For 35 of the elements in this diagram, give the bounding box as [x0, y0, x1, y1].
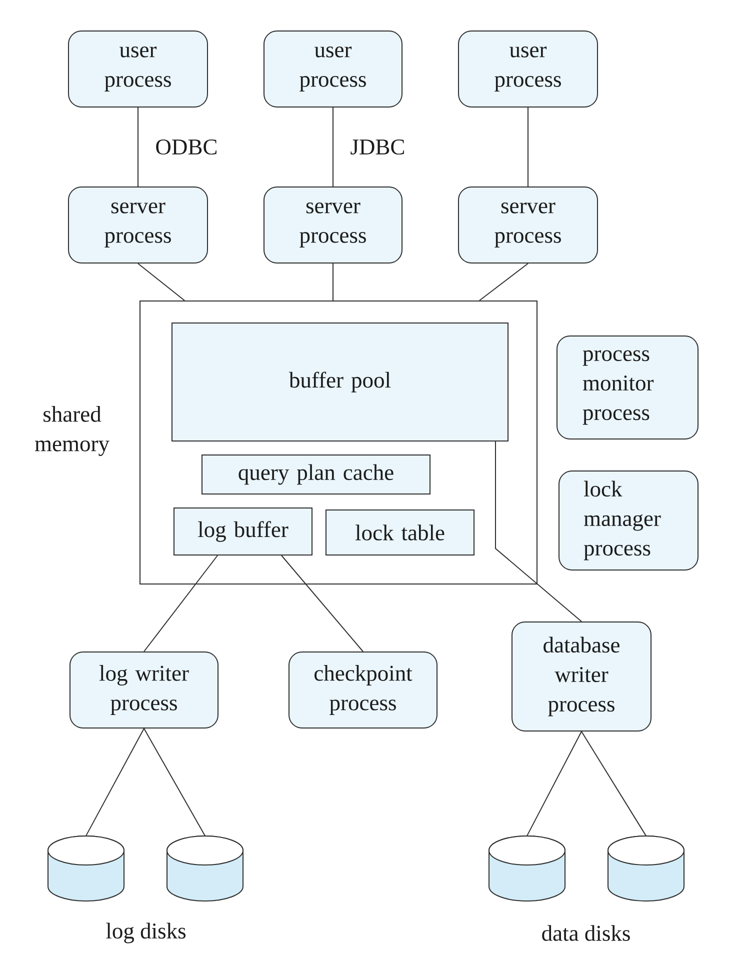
connector-line	[479, 263, 528, 301]
process-box: lock manager process	[558, 470, 698, 570]
memory-area-box: buffer pool	[172, 322, 508, 442]
memory-area-box: lock table	[326, 510, 474, 556]
edge-label: ODBC	[153, 137, 220, 157]
edge-label: JDBC	[348, 137, 408, 157]
caption-label: log disks	[106, 922, 186, 944]
process-box: user process	[68, 30, 208, 108]
process-box: user process	[264, 30, 402, 108]
memory-area-box: query plan cache	[202, 454, 430, 494]
disk-cylinder	[488, 836, 566, 902]
disk-cylinder	[608, 836, 684, 902]
connector-line	[144, 728, 206, 836]
process-box: process monitor process	[556, 336, 698, 440]
process-box: database writer process	[512, 622, 652, 732]
process-box: server process	[264, 186, 402, 264]
connector-line	[581, 731, 646, 836]
connector-line	[86, 728, 144, 836]
connector-line	[332, 263, 334, 301]
connector-line	[281, 555, 364, 652]
process-box: checkpoint process	[288, 652, 438, 728]
disk-cylinder	[48, 836, 124, 902]
process-box: log writer process	[70, 652, 218, 728]
process-box: user process	[458, 30, 598, 108]
disk-cylinder	[166, 836, 244, 902]
connector-line	[332, 107, 334, 187]
frame-label: shared memory	[34, 406, 110, 456]
process-box: server process	[458, 186, 598, 264]
caption-label: data disks	[542, 925, 630, 941]
process-box: server process	[68, 186, 208, 264]
connector-line	[495, 441, 582, 622]
connector-line	[138, 263, 185, 301]
memory-area-box: log buffer	[174, 508, 312, 556]
connector-line	[526, 731, 582, 836]
connector-line	[144, 555, 218, 652]
